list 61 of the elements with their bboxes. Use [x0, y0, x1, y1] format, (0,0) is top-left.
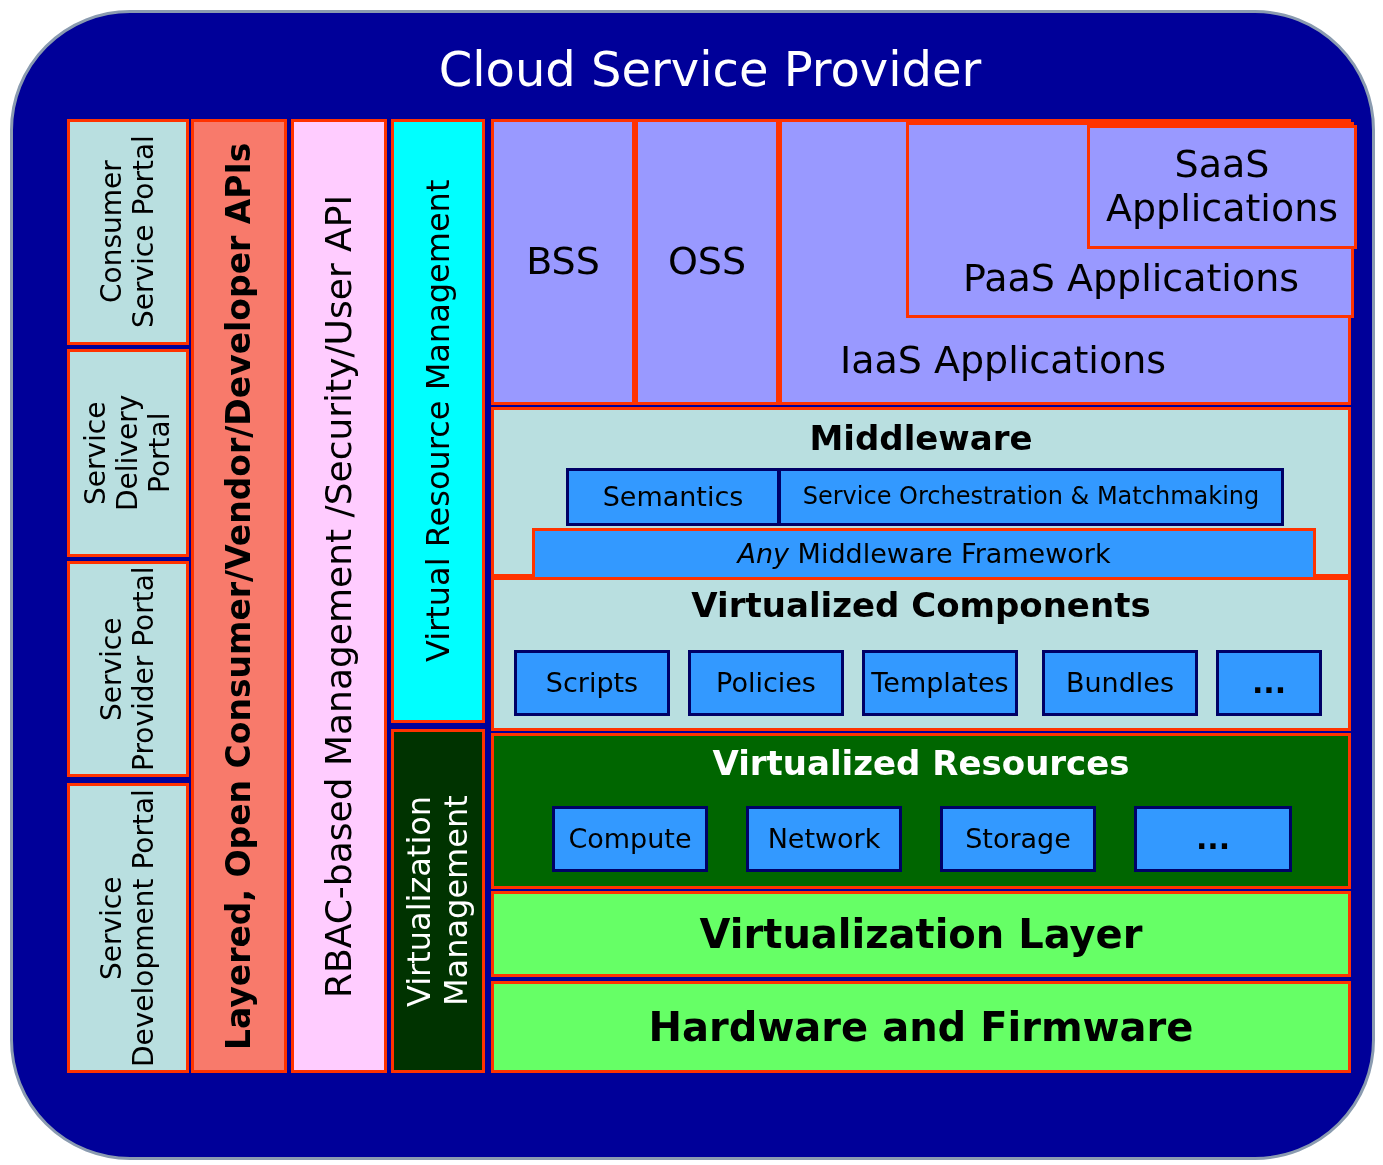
- portal-panel: [67, 349, 189, 557]
- component-box: [1042, 650, 1198, 716]
- component-box: [862, 650, 1018, 716]
- management-column: [391, 729, 485, 1073]
- block-label: BSS: [525, 238, 601, 286]
- management-column: [391, 119, 485, 723]
- resource-box: [552, 806, 708, 872]
- block-label: IaaS Applications: [838, 337, 1168, 385]
- block-label: Layered, Open Consumer/Vendor/Developer APIs: [218, 141, 260, 1052]
- block-label: OSS: [666, 238, 748, 286]
- block-label: Consumer Service Portal: [93, 134, 161, 331]
- block-label: Service Orchestration & Matchmaking: [801, 481, 1261, 513]
- frame-title: Cloud Service Provider: [437, 40, 983, 100]
- block-label: Scripts: [544, 666, 640, 701]
- block-label: RBAC-based Management /Security/User API: [317, 193, 361, 1000]
- block-label: ...: [1250, 663, 1288, 702]
- block-label: Virtualization Layer: [698, 910, 1144, 959]
- block-label: Policies: [715, 666, 817, 701]
- layer-band: [491, 981, 1351, 1073]
- block-label: Any Middleware Framework: [735, 537, 1112, 572]
- component-box: [1216, 650, 1322, 716]
- application-block: [491, 119, 635, 405]
- portal-panel: [67, 119, 189, 345]
- component-box: [688, 650, 844, 716]
- layer-title: Virtualized Components: [690, 584, 1152, 628]
- block-label: SaaS Applications: [1104, 141, 1340, 232]
- block-label: ...: [1194, 819, 1232, 858]
- component-box: [778, 468, 1284, 526]
- block-label: Network: [766, 822, 882, 857]
- block-label: Virtual Resource Management: [417, 178, 458, 665]
- layer-band: [491, 891, 1351, 977]
- provider-frame: [10, 10, 1375, 1160]
- block-label: Service Delivery Portal: [77, 393, 178, 514]
- management-column: [291, 119, 387, 1073]
- resource-box: [746, 806, 902, 872]
- layer-panel: [491, 577, 1351, 731]
- portal-panel: [67, 561, 189, 777]
- block-label: PaaS Applications: [961, 255, 1301, 303]
- layer-title: Middleware: [808, 417, 1034, 461]
- resource-box: [940, 806, 1096, 872]
- component-box: [514, 650, 670, 716]
- block-label: Service Provider Portal: [93, 565, 161, 774]
- block-label: Templates: [870, 666, 1010, 701]
- block-label: Hardware and Firmware: [647, 1003, 1195, 1052]
- block-label: Bundles: [1064, 666, 1176, 701]
- layer-panel: [491, 733, 1351, 889]
- api-column: [191, 119, 287, 1073]
- block-label: Compute: [567, 822, 693, 857]
- portal-panel: [67, 783, 189, 1073]
- application-block: [635, 119, 779, 405]
- layer-panel: [491, 407, 1351, 577]
- block-label: Storage: [964, 822, 1072, 857]
- component-box: [566, 468, 780, 526]
- application-block: [906, 122, 1354, 318]
- block-label: Semantics: [601, 480, 745, 515]
- layer-title: Virtualized Resources: [711, 742, 1131, 786]
- block-label: Service Development Portal: [93, 788, 161, 1069]
- framework-bar: [532, 528, 1316, 580]
- block-label: Virtualization Management: [399, 794, 476, 1009]
- resource-box: [1134, 806, 1292, 872]
- application-block: [1087, 125, 1357, 249]
